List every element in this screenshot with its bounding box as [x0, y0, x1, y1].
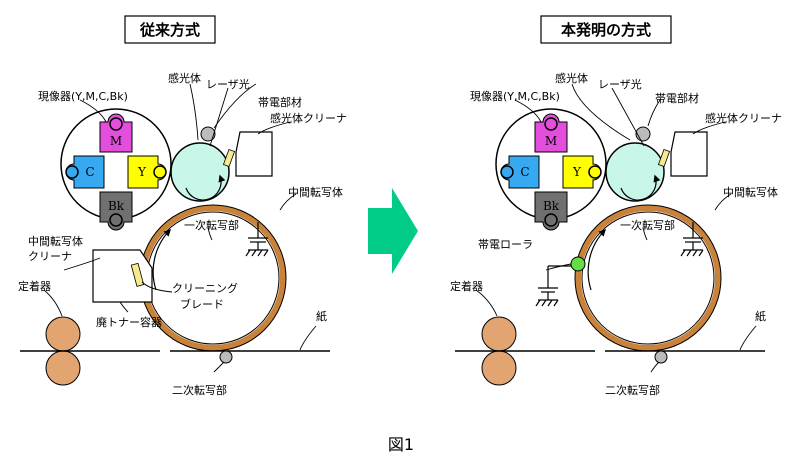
toner-y-label: Y — [137, 165, 147, 179]
label-blade-1: クリーニング — [172, 281, 238, 295]
toner-bk-label-right: Bk — [543, 199, 560, 213]
label-waste-toner: 廃トナー容器 — [96, 315, 162, 329]
label-intermediate-transfer: 中間転写体 — [288, 185, 343, 199]
photoreceptor-cleaner — [235, 131, 273, 177]
label-photoreceptor-right: 感光体 — [555, 71, 588, 85]
charging-roller — [570, 256, 586, 272]
developer-unit: M C Y Bk — [60, 108, 172, 231]
label-charging-member: 帯電部材 — [258, 95, 302, 109]
toner-c-label-right: C — [520, 165, 529, 179]
toner-m-label: M — [110, 134, 122, 148]
toner-m — [99, 113, 133, 153]
label-fuser: 定着器 — [18, 279, 51, 293]
label-photoreceptor-cleaner: 感光体クリーナ — [270, 111, 347, 125]
figure-caption: 図1 — [388, 435, 414, 454]
label-secondary-transfer-right: 二次転写部 — [605, 383, 660, 397]
label-developer-right: 現像器(Y,M,C,Bk) — [470, 90, 560, 103]
fuser-roller-bottom-right — [481, 350, 517, 386]
label-secondary-transfer: 二次転写部 — [172, 383, 227, 397]
charging-member-right — [635, 126, 651, 142]
secondary-transfer-roller-right — [654, 350, 668, 364]
label-intermediate-transfer-right: 中間転写体 — [723, 185, 778, 199]
it-cleaner-box — [92, 249, 153, 303]
label-developer: 現像器(Y,M,C,Bk) — [38, 90, 128, 103]
secondary-transfer-roller — [219, 350, 233, 364]
drum-rotation-arrow — [185, 174, 226, 201]
ground-symbol-primary — [245, 222, 269, 257]
toner-m-label-right: M — [545, 134, 557, 148]
left-panel: 従来方式 M C Y Bk — [18, 15, 347, 397]
toner-bk — [99, 191, 133, 231]
label-paper-right: 紙 — [755, 309, 766, 323]
photoreceptor-cleaner-blade — [222, 148, 236, 168]
label-laser-right: レーザ光 — [598, 77, 642, 91]
belt-rotation-arrow — [152, 228, 172, 291]
label-charging-roller: 帯電ローラ — [478, 238, 533, 251]
right-panel: 本発明の方式 M C Y Bk — [450, 15, 782, 397]
fuser-roller-bottom — [45, 350, 81, 386]
label-primary-transfer-right: 一次転写部 — [620, 218, 675, 232]
label-fuser-right: 定着器 — [450, 279, 483, 293]
fuser-roller-top-right — [481, 316, 517, 352]
toner-bk-label: Bk — [108, 199, 125, 213]
title-right-box — [540, 15, 672, 44]
label-paper: 紙 — [316, 309, 327, 323]
photoreceptor-cleaner-right — [670, 131, 708, 177]
label-photoreceptor: 感光体 — [168, 71, 201, 85]
charging-member — [200, 126, 216, 142]
ground-symbol-primary-right — [680, 222, 704, 257]
label-laser: レーザ光 — [206, 77, 250, 91]
toner-y-label-right: Y — [572, 165, 582, 179]
ground-symbol-charging-roller — [535, 265, 571, 307]
fuser-roller-top — [45, 316, 81, 352]
toner-c-label: C — [85, 165, 94, 179]
label-blade-2: ブレード — [180, 297, 224, 311]
label-charging-member-right: 帯電部材 — [655, 91, 699, 105]
label-it-cleaner-2: クリーナ — [28, 250, 72, 263]
label-it-cleaner-1: 中間転写体 — [28, 234, 83, 248]
photoreceptor-drum — [170, 142, 230, 202]
developer-unit-right: M C Y Bk — [495, 108, 607, 231]
transition-arrow — [368, 188, 418, 274]
photoreceptor-drum-right — [605, 142, 665, 202]
cleaning-blade — [130, 262, 145, 287]
title-left: 従来方式 — [139, 21, 200, 39]
intermediate-transfer-belt-right — [575, 205, 721, 351]
label-photoreceptor-cleaner-right: 感光体クリーナ — [705, 111, 782, 125]
label-primary-transfer: 一次転写部 — [184, 218, 239, 232]
title-left-box — [124, 15, 216, 44]
title-right: 本発明の方式 — [561, 21, 651, 39]
